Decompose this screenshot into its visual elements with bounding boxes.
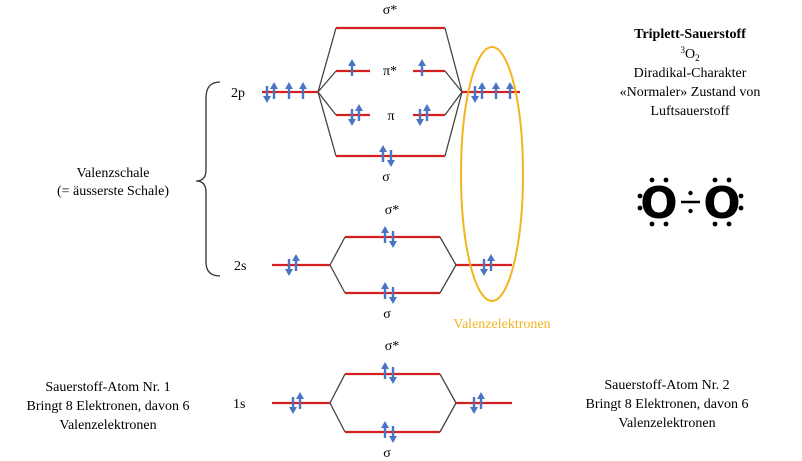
- arrow-down-icon: [414, 107, 426, 128]
- arrow-up-icon: [490, 80, 502, 101]
- label-sigma-star-1s: σ*: [385, 339, 400, 354]
- lewis-structure: O O: [637, 177, 744, 229]
- lone-pair-dot: [738, 193, 744, 199]
- arrow-up-icon: [346, 57, 358, 78]
- formula-superscript: 3: [680, 45, 685, 55]
- label-2p: 2p: [231, 86, 245, 101]
- arrow-up-icon: [416, 57, 428, 78]
- info-air-oxygen: Luftsauerstoff: [650, 104, 729, 119]
- atom1-title: Sauerstoff-Atom Nr. 1: [45, 380, 170, 395]
- arrow-up-icon: [379, 280, 391, 301]
- label-sigma-2p: σ: [382, 170, 390, 185]
- valence-electrons-ellipse: [460, 46, 524, 302]
- formula-subscript: 2: [695, 53, 700, 63]
- valence-electrons-label: Valenzelektronen: [453, 317, 550, 332]
- label-pi-star: π*: [383, 64, 397, 79]
- arrow-up-icon: [290, 252, 302, 273]
- formula-element: O: [685, 47, 695, 62]
- lewis-bond-dot: [688, 208, 693, 214]
- atom2-title: Sauerstoff-Atom Nr. 2: [604, 378, 729, 393]
- arrow-up-icon: [294, 390, 306, 411]
- arrow-down-icon: [387, 285, 399, 306]
- arrow-up-icon: [379, 224, 391, 245]
- info-formula: 3O2: [680, 45, 699, 63]
- arrow-up-icon: [379, 419, 391, 440]
- lewis-atom-right: O: [703, 178, 740, 229]
- arrow-up-icon: [283, 80, 295, 101]
- atom2-electrons: Bringt 8 Elektronen, davon 6: [586, 397, 749, 412]
- lone-pair-dot: [726, 177, 732, 183]
- lone-pair-dot: [726, 221, 732, 227]
- arrow-down-icon: [346, 107, 358, 128]
- arrow-up-icon: [379, 360, 391, 381]
- lone-pair-dot: [637, 205, 643, 211]
- arrow-up-icon: [377, 143, 389, 164]
- label-sigma-2s: σ: [383, 307, 391, 322]
- arrow-down-icon: [261, 84, 273, 105]
- lone-pair-dot: [637, 193, 643, 199]
- arrow-up-icon: [475, 390, 487, 411]
- arrow-up-icon: [421, 102, 433, 123]
- atom1-valence: Valenzelektronen: [59, 418, 156, 433]
- valence-shell-brace: [195, 81, 221, 277]
- label-sigma-1s: σ: [383, 446, 391, 461]
- label-1s: 1s: [233, 397, 245, 412]
- arrow-up-icon: [297, 80, 309, 101]
- lone-pair-dot: [649, 177, 655, 183]
- atom2-valence: Valenzelektronen: [618, 416, 715, 431]
- lone-pair-dot: [712, 177, 718, 183]
- arrow-down-icon: [385, 148, 397, 169]
- info-normal-state: «Normaler» Zustand von: [620, 85, 761, 100]
- label-pi: π: [387, 109, 394, 124]
- info-diradical: Diradikal-Charakter: [634, 66, 747, 81]
- lewis-bond-dot: [688, 190, 693, 196]
- arrow-down-icon: [478, 257, 490, 278]
- label-sigma-star-2s: σ*: [385, 203, 400, 218]
- arrow-down-icon: [387, 365, 399, 386]
- lone-pair-dot: [712, 221, 718, 227]
- arrow-up-icon: [268, 80, 280, 101]
- atom1-electrons: Bringt 8 Elektronen, davon 6: [27, 399, 190, 414]
- correlation-lines: [317, 27, 463, 433]
- arrow-down-icon: [387, 229, 399, 250]
- arrow-down-icon: [287, 395, 299, 416]
- valence-shell-sublabel: (= äusserste Schale): [57, 184, 169, 199]
- lone-pair-dot: [663, 221, 669, 227]
- lewis-atom-left: O: [640, 178, 677, 229]
- valence-shell-label: Valenzschale: [76, 166, 149, 181]
- arrow-up-icon: [504, 80, 516, 101]
- label-sigma-star-2p: σ*: [383, 3, 398, 18]
- arrow-down-icon: [387, 424, 399, 445]
- lone-pair-dot: [738, 205, 744, 211]
- lone-pair-dot: [649, 221, 655, 227]
- lone-pair-dot: [663, 177, 669, 183]
- arrow-down-icon: [283, 257, 295, 278]
- arrow-up-icon: [353, 102, 365, 123]
- info-title: Triplett-Sauerstoff: [634, 27, 746, 42]
- arrow-up-icon: [476, 80, 488, 101]
- arrow-up-icon: [485, 252, 497, 273]
- label-2s: 2s: [234, 259, 246, 274]
- arrow-down-icon: [469, 84, 481, 105]
- arrow-down-icon: [468, 395, 480, 416]
